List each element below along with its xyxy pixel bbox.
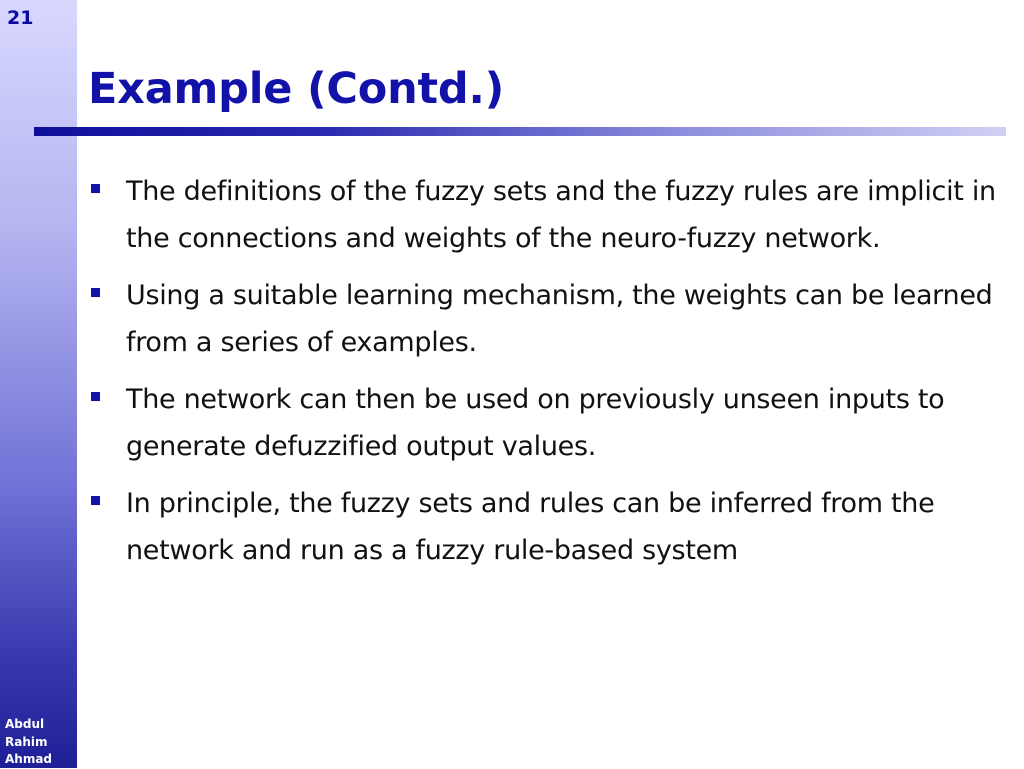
bullet-list: The definitions of the fuzzy sets and th… [88,168,1008,584]
square-bullet-icon [91,184,100,193]
bullet-item: Using a suitable learning mechanism, the… [88,272,1008,366]
bullet-item: The definitions of the fuzzy sets and th… [88,168,1008,262]
author-middle-name: Rahim [5,734,48,749]
bullet-text: Using a suitable learning mechanism, the… [126,280,993,358]
author-name: Abdul Rahim Ahmad [5,716,52,769]
bullet-text: In principle, the fuzzy sets and rules c… [126,488,935,566]
bullet-item: In principle, the fuzzy sets and rules c… [88,480,1008,574]
bullet-text: The definitions of the fuzzy sets and th… [126,176,996,254]
slide-number: 21 [7,7,34,29]
square-bullet-icon [91,496,100,505]
square-bullet-icon [91,288,100,297]
square-bullet-icon [91,392,100,401]
title-underline [34,127,1006,136]
author-last-name: Ahmad [5,752,53,766]
sidebar: 21 Abdul Rahim Ahmad [0,0,77,768]
bullet-item: The network can then be used on previous… [88,376,1008,470]
bullet-text: The network can then be used on previous… [126,384,945,462]
author-first-name: Abdul [5,717,45,731]
slide-title: Example (Contd.) [88,64,505,114]
